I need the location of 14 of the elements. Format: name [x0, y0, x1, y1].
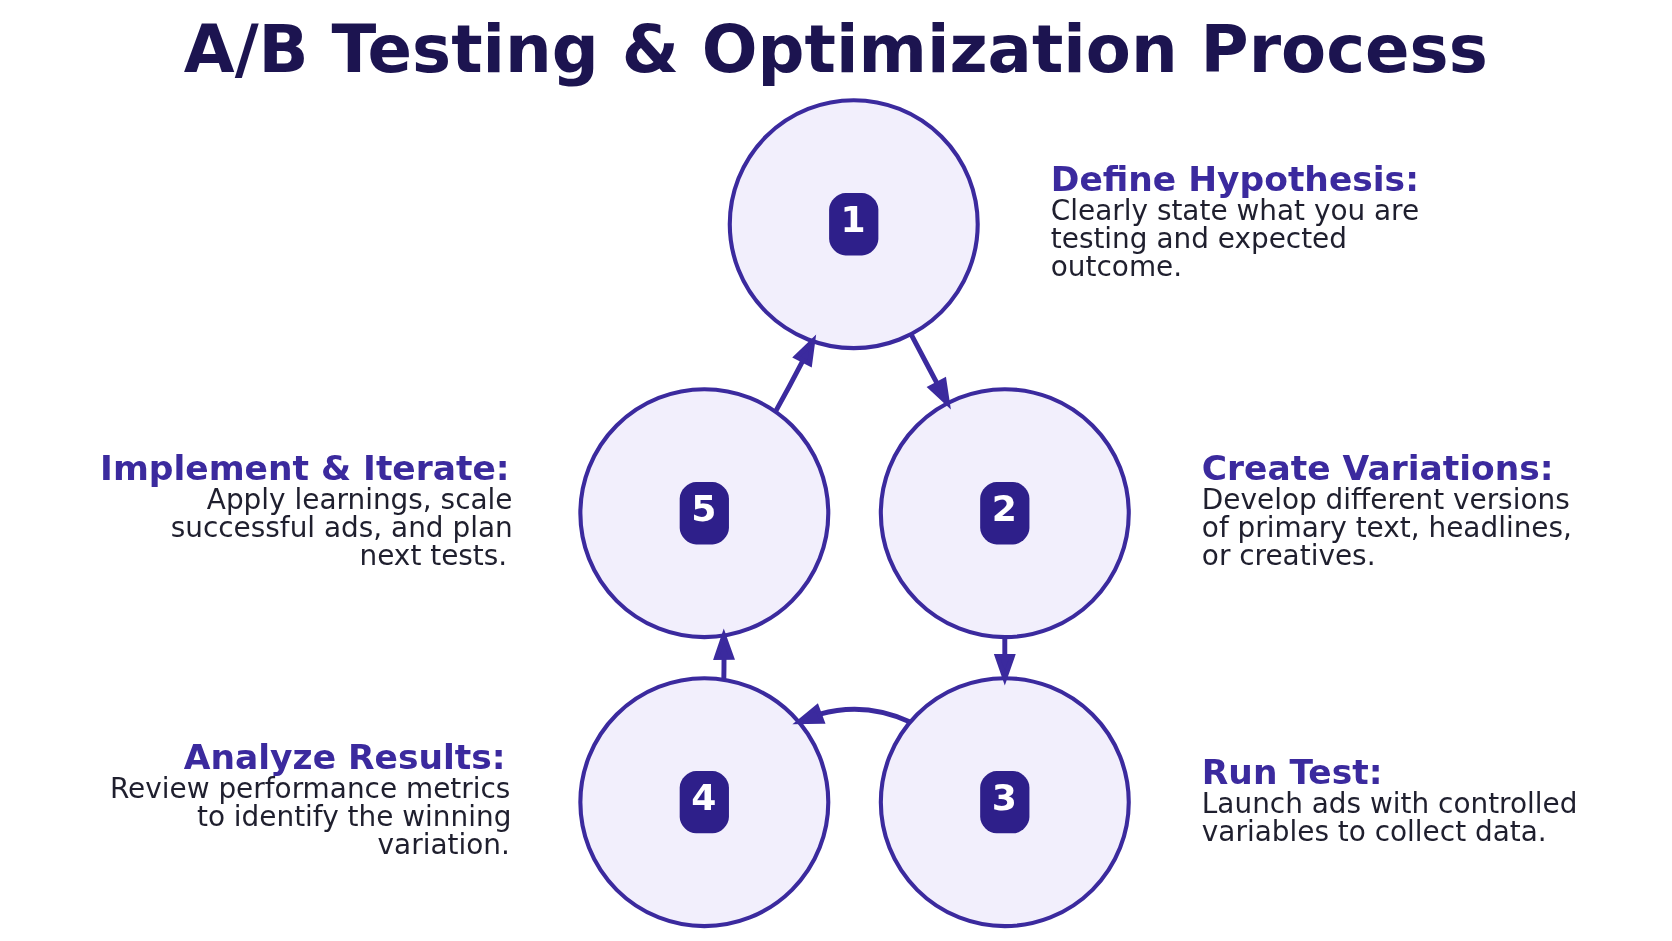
node-circle: 5 [577, 387, 830, 640]
node-circle: 4 [577, 676, 830, 929]
node-label: Apply learnings, scale successful ads, and plan next tests. [170, 483, 513, 573]
node-circle: 2 [878, 387, 1131, 640]
arrow [993, 637, 1016, 686]
node-label: Analyze Results: [183, 737, 506, 777]
node-label: Develop different versions of primary text, headlines, or creatives. [1201, 483, 1572, 573]
arrow [772, 334, 816, 413]
arrow [791, 703, 911, 725]
diagram-title: A/B Testing & Optimization Process [183, 11, 1488, 88]
node-circle: 1 [727, 98, 980, 351]
node-circle: 3 [878, 676, 1131, 929]
arrow [908, 333, 951, 410]
arrow [712, 628, 735, 680]
